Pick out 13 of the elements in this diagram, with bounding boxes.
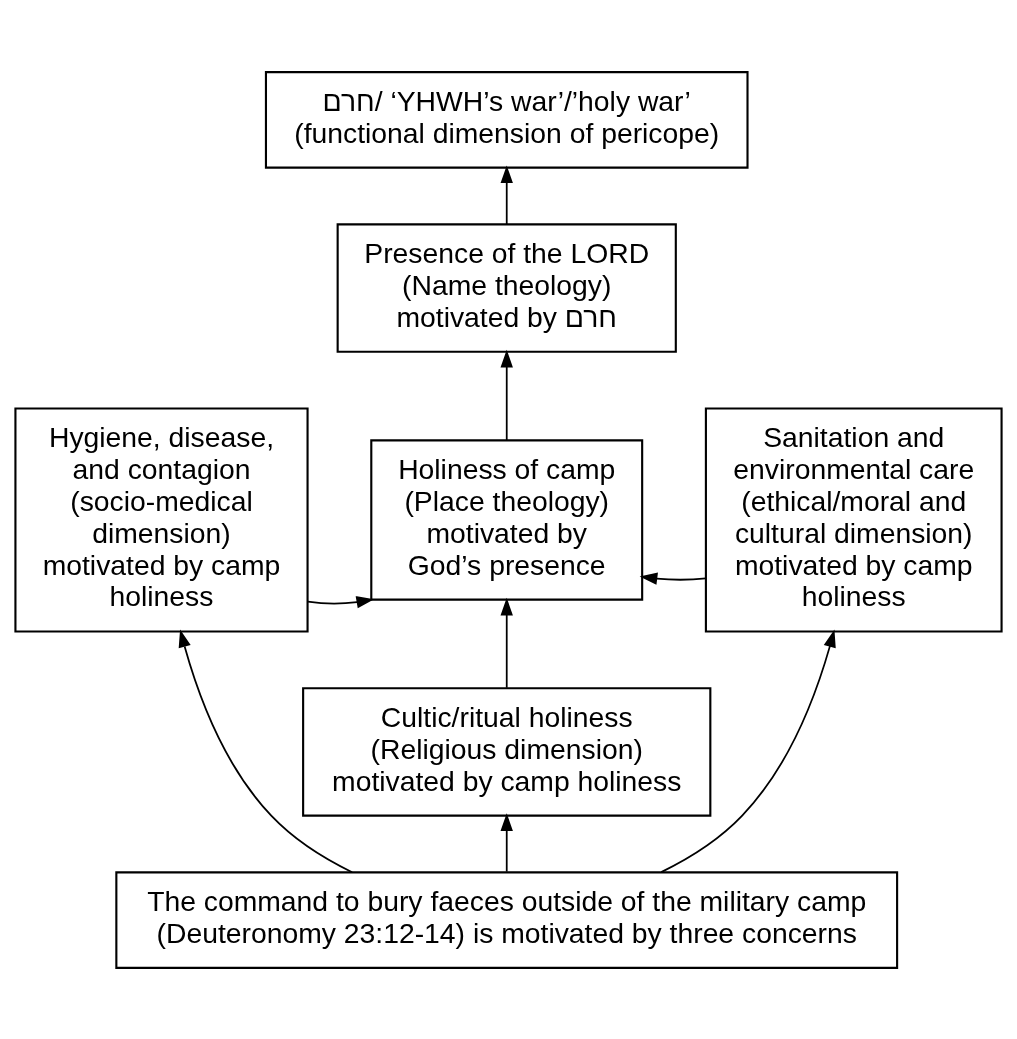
arrow (500, 597, 513, 689)
node-box: Holiness of camp (Place theology) motivated by God’s presence (370, 438, 644, 601)
node-box: Hygiene, disease, and contagion (socio-medical dimension) motivated by camp holiness (14, 406, 309, 633)
arrow (500, 349, 513, 441)
node-box: The command to bury faeces outside of the military camp (Deuteronomy 23:12-14) is motivated by three concerns (115, 870, 899, 969)
arrow (639, 572, 707, 585)
arrow (178, 629, 353, 873)
arrow (306, 595, 375, 608)
node-box: Cultic/ritual holiness (Religious dimension) motivated by camp holiness (302, 686, 712, 817)
arrow (500, 164, 513, 225)
node-box: Sanitation and environmental care (ethical/moral and cultural dimension) motivated by camp holiness (704, 406, 1003, 633)
arrow (660, 629, 836, 873)
arrow (500, 812, 513, 872)
